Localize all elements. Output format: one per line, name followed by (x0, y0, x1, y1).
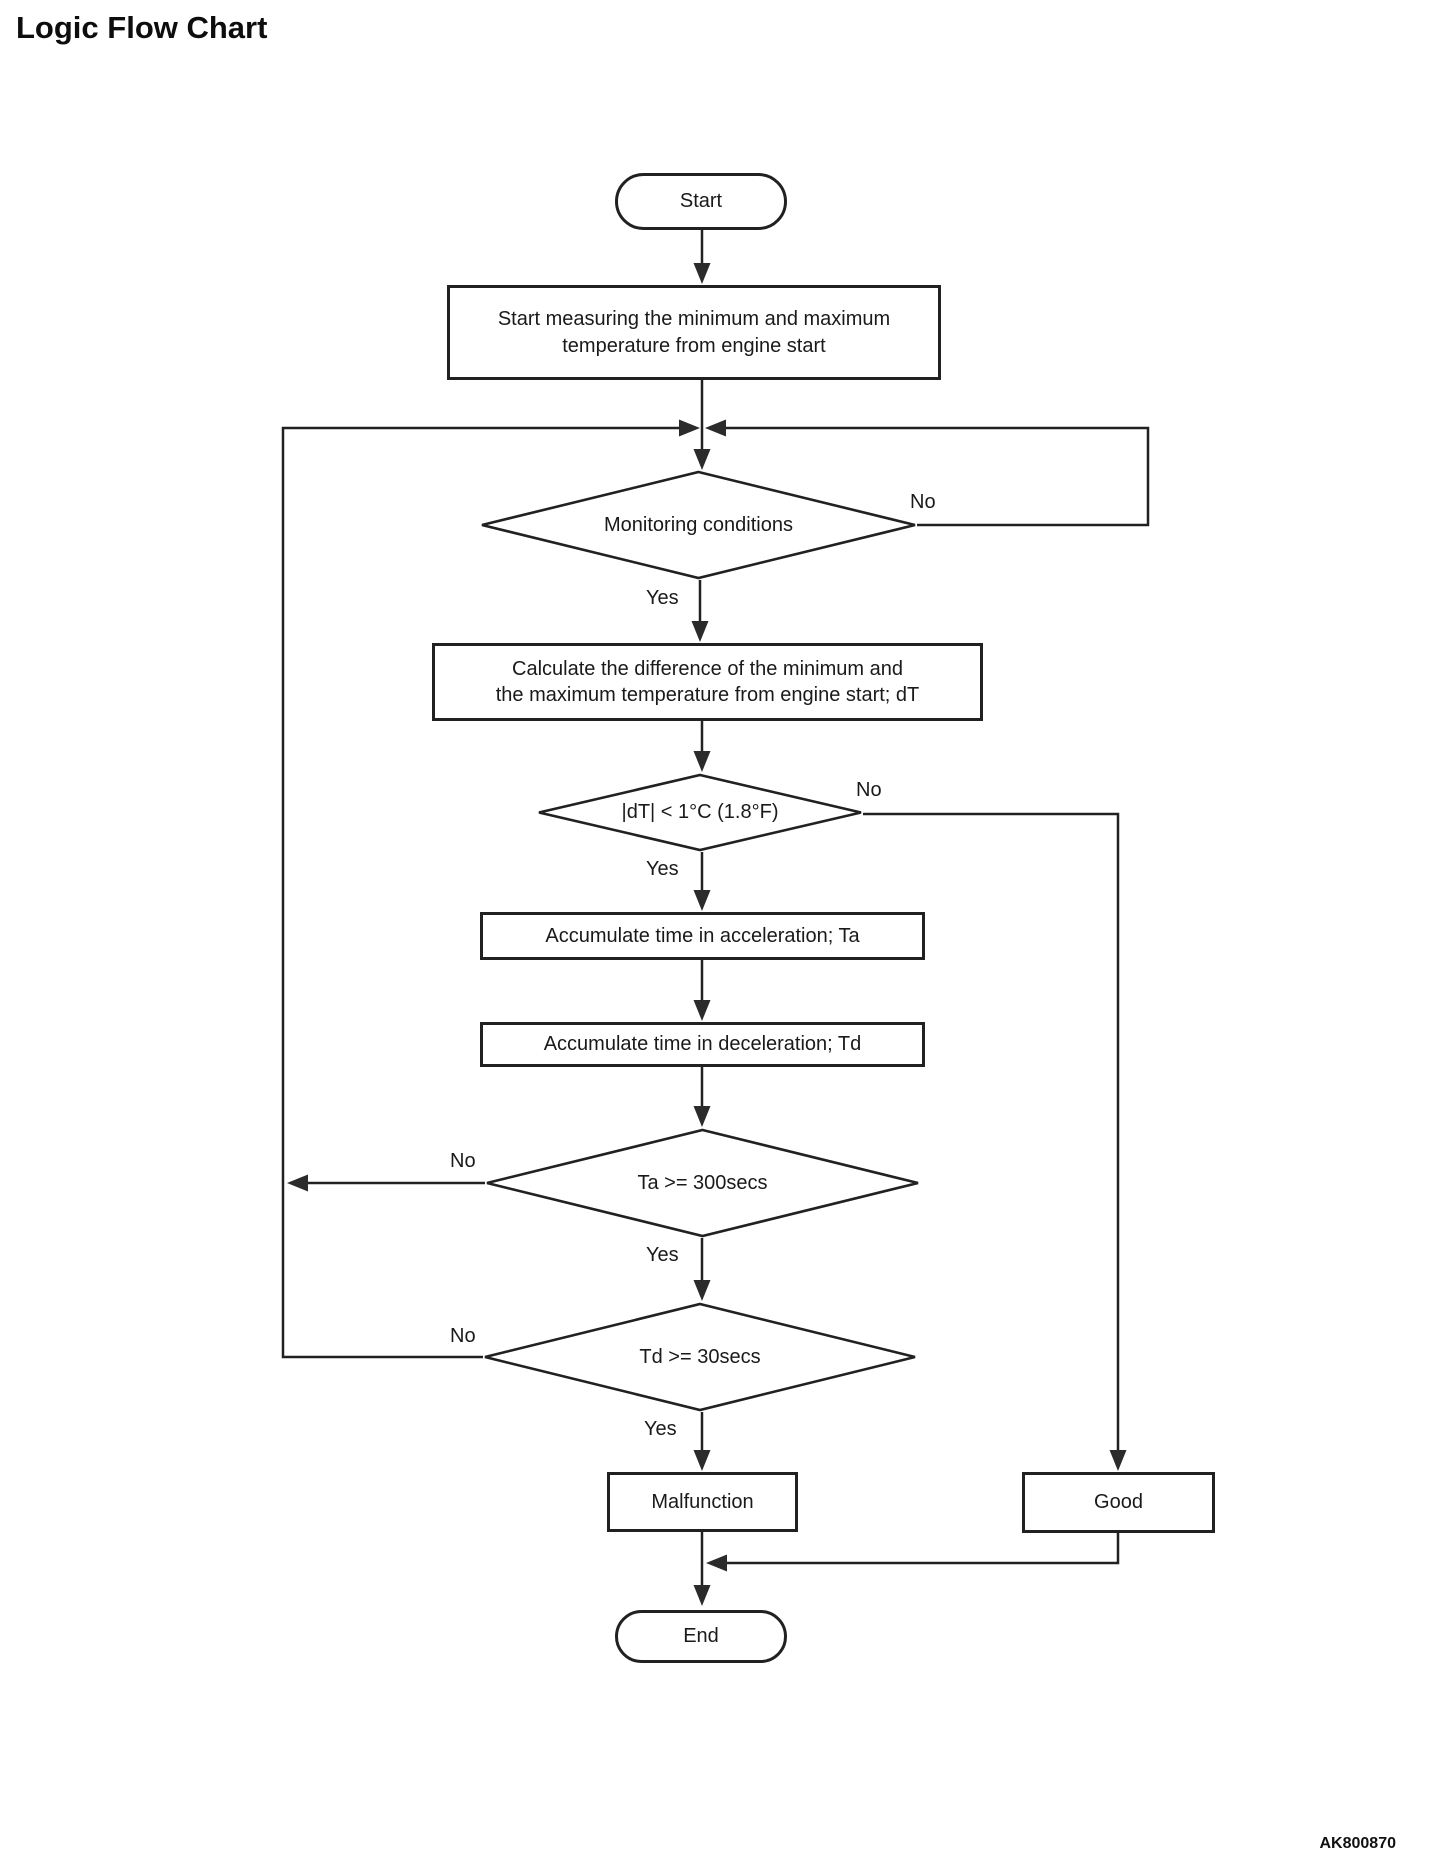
diamond-shape-dt-check (538, 773, 862, 852)
decision-monitoring: Monitoring conditions (480, 470, 917, 580)
edge-label-ta-no: No (450, 1150, 476, 1172)
arrow-into-ta-box (693, 890, 711, 911)
arrow-into-good (1109, 1450, 1127, 1471)
decision-dt-check: |dT| < 1°C (1.8°F) (537, 773, 863, 852)
edge-good-merge (727, 1533, 1120, 1565)
arrow-ta-no (287, 1174, 308, 1192)
arrow-into-td-box (693, 1000, 711, 1021)
process-calculate: Calculate the difference of the minimum … (432, 643, 983, 721)
edge-label-dt-no: No (856, 779, 882, 801)
process-accumulate-ta-label: Accumulate time in acceleration; Ta (545, 924, 860, 947)
arrow-left-loop-into-junction (679, 419, 700, 437)
decision-dt-check-label: |dT| < 1°C (1.8°F) (621, 801, 779, 824)
edge-label-dt-yes: Yes (646, 858, 679, 880)
terminal-end: End (615, 1610, 787, 1663)
diamond-shape-monitoring (481, 470, 916, 580)
process-good: Good (1022, 1472, 1215, 1533)
decision-monitoring-label: Monitoring conditions (604, 513, 793, 536)
arrow-into-calculate (691, 621, 709, 642)
diamond-shape-ta-check (486, 1128, 919, 1238)
process-accumulate-td: Accumulate time in deceleration; Td (480, 1022, 925, 1067)
arrow-into-dt (693, 751, 711, 772)
terminal-end-label: End (683, 1625, 719, 1648)
decision-ta-check: Ta >= 300secs (485, 1128, 920, 1238)
arrow-into-end (693, 1585, 711, 1606)
edge-label-td-no: No (450, 1325, 476, 1347)
process-malfunction: Malfunction (607, 1472, 798, 1532)
page-title: Logic Flow Chart (16, 10, 268, 45)
terminal-start-label: Start (679, 190, 723, 213)
arrow-into-td-check (693, 1280, 711, 1301)
edge-label-td-yes: Yes (644, 1418, 677, 1440)
edge-left-return-loop (281, 426, 680, 1359)
process-malfunction-label: Malfunction (651, 1490, 754, 1513)
process-accumulate-td-label: Accumulate time in deceleration; Td (543, 1033, 862, 1056)
decision-ta-check-label: Ta >= 300secs (637, 1171, 768, 1194)
terminal-start: Start (615, 173, 787, 230)
edge-label-ta-yes: Yes (646, 1244, 679, 1266)
process-good-label: Good (1094, 1491, 1143, 1514)
arrow-good-merge (706, 1554, 727, 1572)
figure-code: AK800870 (1319, 1835, 1397, 1852)
arrow-into-measure (693, 263, 711, 284)
edge-dt-no (863, 812, 1120, 1452)
edge-label-monitoring-no: No (910, 491, 936, 513)
decision-td-check: Td >= 30secs (483, 1302, 917, 1412)
diamond-shape-td-check (484, 1302, 916, 1412)
arrow-into-ta-check (693, 1106, 711, 1127)
arrow-into-monitoring (693, 449, 711, 470)
process-accumulate-ta: Accumulate time in acceleration; Ta (480, 912, 925, 960)
process-calculate-label: Calculate the difference of the minimum … (495, 657, 920, 706)
arrow-into-malfunction (693, 1450, 711, 1471)
process-measure: Start measuring the minimum and maximum … (447, 285, 941, 380)
arrow-right-loop-into-junction (705, 419, 726, 437)
edge-monitoring-no-loop (726, 426, 1150, 527)
process-measure-label: Start measuring the minimum and maximum … (497, 308, 891, 357)
decision-td-check-label: Td >= 30secs (639, 1345, 761, 1368)
edge-label-monitoring-yes: Yes (646, 587, 679, 609)
